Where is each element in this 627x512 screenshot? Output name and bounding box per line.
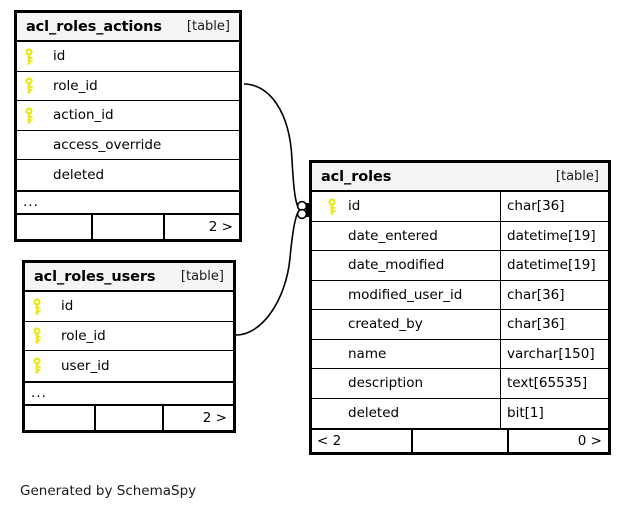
column-name: description bbox=[348, 375, 424, 392]
column-name: deleted bbox=[348, 405, 400, 422]
primary-key-icon bbox=[17, 48, 41, 65]
entity-footer: < 2 0 > bbox=[312, 428, 608, 452]
column-name: action_id bbox=[53, 107, 114, 124]
entity-footer: 2 > bbox=[25, 405, 233, 430]
column-type: text[65535] bbox=[500, 369, 608, 398]
column-row[interactable]: id char[36] bbox=[312, 192, 608, 222]
column-row[interactable]: deleted bbox=[17, 160, 239, 190]
cardinality-marker-zero-upper bbox=[296, 200, 308, 212]
column-name-cell: description bbox=[312, 375, 500, 391]
entity-columns: id role_id bbox=[25, 292, 233, 381]
entity-table-acl-roles-users[interactable]: acl_roles_users [table] id bbox=[22, 260, 236, 433]
column-name: access_override bbox=[53, 136, 162, 153]
column-type: char[36] bbox=[500, 192, 608, 221]
more-columns-indicator[interactable]: ... bbox=[25, 380, 233, 406]
column-name: date_entered bbox=[348, 227, 438, 244]
relationship-line-actions-roles bbox=[243, 83, 300, 210]
column-name-cell: date_entered bbox=[312, 228, 500, 244]
column-row[interactable]: description text[65535] bbox=[312, 369, 608, 399]
primary-key-icon bbox=[25, 298, 49, 315]
footer-middle-cell bbox=[90, 214, 165, 239]
column-name: name bbox=[348, 345, 387, 362]
column-row[interactable]: created_by char[36] bbox=[312, 310, 608, 340]
column-name: created_by bbox=[348, 316, 423, 333]
primary-key-icon bbox=[17, 107, 41, 124]
relationship-line-users-roles bbox=[235, 210, 300, 336]
column-row[interactable]: modified_user_id char[36] bbox=[312, 280, 608, 310]
column-row[interactable]: date_entered datetime[19] bbox=[312, 221, 608, 251]
footer-next-link[interactable]: 0 > bbox=[577, 433, 602, 449]
primary-key-icon bbox=[25, 327, 49, 344]
column-row[interactable]: date_modified datetime[19] bbox=[312, 251, 608, 281]
column-name-cell: deleted bbox=[312, 405, 500, 421]
column-type: varchar[150] bbox=[500, 339, 608, 368]
entity-table-acl-roles[interactable]: acl_roles [table] id bbox=[309, 160, 611, 455]
column-row[interactable]: access_override bbox=[17, 131, 239, 160]
entity-type-tag: [table] bbox=[186, 19, 230, 34]
entity-header: acl_roles_users [table] bbox=[25, 263, 233, 292]
entity-type-tag: [table] bbox=[555, 169, 599, 184]
footer-prev-link[interactable] bbox=[17, 215, 91, 239]
column-name-cell: modified_user_id bbox=[312, 287, 500, 303]
column-row[interactable]: role_id bbox=[25, 322, 233, 351]
column-name: role_id bbox=[53, 77, 98, 94]
column-name-cell: created_by bbox=[312, 316, 500, 332]
entity-title: acl_roles bbox=[321, 168, 392, 185]
column-name-cell: date_modified bbox=[312, 257, 500, 273]
entity-columns: id role_id bbox=[17, 42, 239, 190]
column-row[interactable]: deleted bit[1] bbox=[312, 398, 608, 428]
entity-columns: id char[36] date_entered datetime[19] da… bbox=[312, 192, 608, 428]
column-type: char[36] bbox=[500, 280, 608, 309]
column-row[interactable]: user_id bbox=[25, 351, 233, 381]
cardinality-marker-zero-lower bbox=[296, 208, 308, 220]
entity-header: acl_roles_actions [table] bbox=[17, 13, 239, 42]
column-name: modified_user_id bbox=[348, 286, 463, 303]
column-type: datetime[19] bbox=[500, 251, 608, 280]
footer-middle-cell bbox=[410, 430, 510, 452]
more-columns-indicator[interactable]: ... bbox=[17, 189, 239, 215]
footer-next-link[interactable]: 2 > bbox=[202, 409, 227, 426]
column-type: bit[1] bbox=[500, 398, 608, 428]
footer-middle-cell bbox=[94, 405, 164, 430]
column-name: user_id bbox=[61, 357, 110, 374]
footer-prev-link[interactable] bbox=[25, 406, 94, 430]
column-name: deleted bbox=[53, 166, 105, 183]
column-row[interactable]: name varchar[150] bbox=[312, 339, 608, 369]
column-row[interactable]: action_id bbox=[17, 101, 239, 131]
column-type: char[36] bbox=[500, 310, 608, 339]
column-name: id bbox=[61, 298, 74, 315]
entity-title: acl_roles_users bbox=[34, 268, 156, 285]
primary-key-icon bbox=[17, 77, 41, 94]
column-name-cell: name bbox=[312, 346, 500, 362]
column-name: role_id bbox=[61, 327, 106, 344]
generated-by-caption: Generated by SchemaSpy bbox=[20, 483, 197, 499]
column-type: datetime[19] bbox=[500, 221, 608, 250]
column-name: id bbox=[53, 48, 66, 65]
entity-footer: 2 > bbox=[17, 214, 239, 239]
column-row[interactable]: id bbox=[25, 292, 233, 322]
entity-table-acl-roles-actions[interactable]: acl_roles_actions [table] id bbox=[14, 10, 242, 242]
entity-header: acl_roles [table] bbox=[312, 163, 608, 192]
footer-prev-link[interactable]: < 2 bbox=[317, 433, 342, 449]
primary-key-icon bbox=[320, 198, 344, 215]
primary-key-icon bbox=[25, 357, 49, 374]
column-name: date_modified bbox=[348, 257, 445, 274]
entity-title: acl_roles_actions bbox=[26, 18, 162, 35]
column-row[interactable]: id bbox=[17, 42, 239, 72]
footer-next-link[interactable]: 2 > bbox=[208, 218, 233, 235]
column-row[interactable]: role_id bbox=[17, 72, 239, 101]
column-name: id bbox=[348, 198, 361, 215]
column-name-cell: id bbox=[312, 198, 500, 215]
entity-type-tag: [table] bbox=[180, 269, 224, 284]
